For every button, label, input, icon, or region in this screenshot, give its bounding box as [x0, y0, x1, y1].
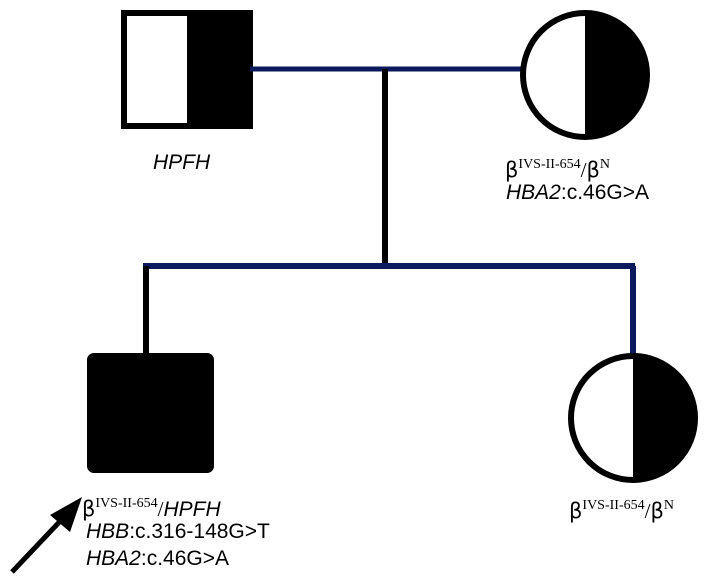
- proband-variant2-change: :c.46G>A: [140, 547, 229, 570]
- mother-genotype-sep: /: [580, 158, 587, 182]
- mother-affected-half: [585, 13, 647, 137]
- sister-symbol: [568, 353, 698, 483]
- father-label: HPFH: [153, 151, 211, 174]
- proband-variant1-change: :c.316-148G>T: [129, 520, 270, 543]
- proband-variant-1: HBB:c.316-148G>T: [86, 519, 270, 544]
- mother-allele2-base: β: [586, 158, 600, 182]
- proband-allele1-sup: IVS-II-654: [95, 496, 158, 511]
- sister-affected-half: [633, 356, 695, 480]
- mother-allele1-base: β: [505, 158, 519, 182]
- proband-variant1-gene: HBB: [86, 520, 130, 543]
- proband-arrow-icon: [10, 497, 82, 574]
- sister-allele2-base: β: [650, 499, 664, 523]
- sister-genotype: βIVS-II-654/βN: [569, 493, 674, 524]
- mother-variant-change: :c.46G>A: [560, 181, 649, 204]
- proband-variant2-gene: HBA2: [86, 547, 141, 570]
- father-symbol: [121, 10, 253, 129]
- proband-square: [87, 353, 214, 473]
- mother-genotype: βIVS-II-654/βN: [505, 152, 610, 183]
- proband-genotype-sep: /: [157, 497, 164, 521]
- sister-allele1-sup: IVS-II-654: [582, 498, 645, 513]
- sister-genotype-sep: /: [644, 499, 651, 523]
- proband-genotype: βIVS-II-654/HPFH: [82, 491, 221, 522]
- mother-allele2-sup: N: [599, 157, 610, 172]
- mother-variant-gene: HBA2: [506, 181, 561, 204]
- sister-allele2-sup: N: [663, 498, 674, 513]
- mother-allele1-sup: IVS-II-654: [518, 157, 581, 172]
- proband-allele1-base: β: [82, 497, 96, 521]
- mother-symbol: [520, 10, 650, 140]
- sister-allele1-base: β: [569, 499, 583, 523]
- proband-variant-2: HBA2:c.46G>A: [86, 546, 229, 571]
- proband-allele2: HPFH: [163, 498, 221, 521]
- mother-variant: HBA2:c.46G>A: [506, 180, 649, 205]
- father-affected-half: [187, 13, 250, 126]
